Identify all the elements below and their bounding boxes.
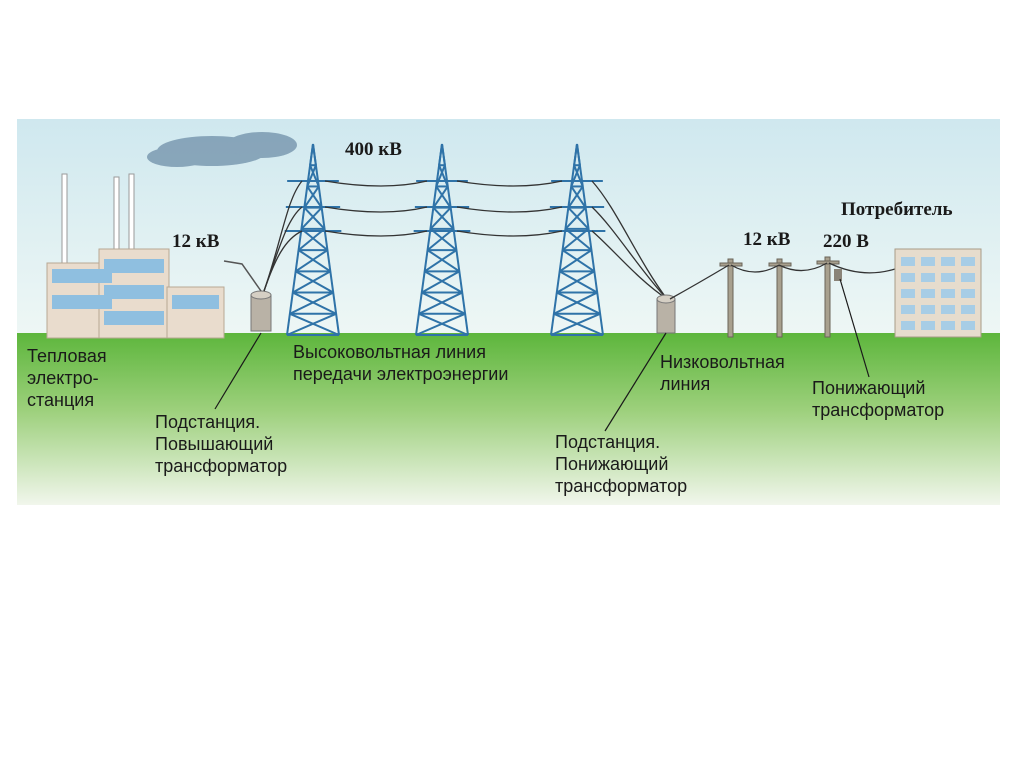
building-window xyxy=(961,257,975,266)
building-window xyxy=(941,273,955,282)
label-line: линия xyxy=(660,373,785,395)
building-window xyxy=(941,289,955,298)
label-line: Тепловая xyxy=(27,345,107,367)
label-lv-line: Низковольтная линия xyxy=(660,351,785,395)
label-line: трансформатор xyxy=(155,455,287,477)
label-line: электро- xyxy=(27,367,107,389)
label-line: Низковольтная xyxy=(660,351,785,373)
building-window xyxy=(921,257,935,266)
label-line: Высоковольтная линия xyxy=(293,341,508,363)
label-step-down-transformer: Понижающий трансформатор xyxy=(812,377,944,421)
substation-right xyxy=(657,295,675,333)
label-12kv-left: 12 кВ xyxy=(172,231,219,253)
building-window xyxy=(961,305,975,314)
building-window xyxy=(921,289,935,298)
label-substation-step-up: Подстанция. Повышающий трансформатор xyxy=(155,411,287,477)
label-hv-line: Высоковольтная линия передачи электроэне… xyxy=(293,341,508,385)
building-window xyxy=(961,321,975,330)
label-400kv: 400 кВ xyxy=(345,139,402,161)
building-window xyxy=(921,305,935,314)
building-window xyxy=(941,321,955,330)
consumer-building xyxy=(895,249,981,337)
label-substation-step-down: Подстанция. Понижающий трансформатор xyxy=(555,431,687,497)
building-window xyxy=(901,273,915,282)
building-window xyxy=(921,321,935,330)
building-window xyxy=(961,273,975,282)
label-line: Подстанция. xyxy=(555,431,687,453)
label-line: трансформатор xyxy=(812,399,944,421)
label-line: Понижающий xyxy=(812,377,944,399)
building-window xyxy=(921,273,935,282)
label-line: Повышающий xyxy=(155,433,287,455)
building-window xyxy=(901,321,915,330)
building-window xyxy=(901,257,915,266)
building-window xyxy=(941,305,955,314)
label-220v: 220 В xyxy=(823,231,869,253)
building-window xyxy=(941,257,955,266)
label-consumer: Потребитель xyxy=(841,199,953,221)
label-line: Подстанция. xyxy=(155,411,287,433)
label-12kv-right: 12 кВ xyxy=(743,229,790,251)
label-line: передачи электроэнергии xyxy=(293,363,508,385)
label-line: трансформатор xyxy=(555,475,687,497)
building-window xyxy=(901,289,915,298)
substation-left xyxy=(251,291,271,331)
label-line: станция xyxy=(27,389,107,411)
label-thermal-plant: Тепловая электро- станция xyxy=(27,345,107,411)
step-down-transformer-box xyxy=(834,269,842,281)
building-window xyxy=(961,289,975,298)
building-window xyxy=(901,305,915,314)
label-line: Понижающий xyxy=(555,453,687,475)
power-transmission-diagram: 400 кВ 12 кВ 12 кВ 220 В Потребитель Теп… xyxy=(17,119,1000,505)
